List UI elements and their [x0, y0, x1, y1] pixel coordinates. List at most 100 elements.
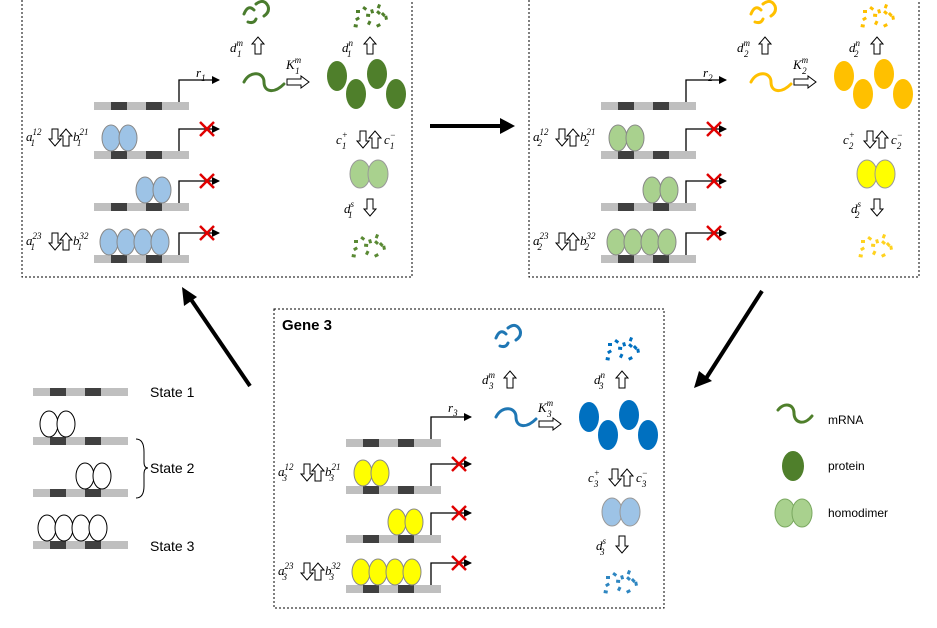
gene-2-a23-arrow: [554, 232, 570, 251]
gene-3-homodimer-left: [601, 497, 623, 527]
gene-1-protein-degraded: [353, 3, 388, 28]
gene-3-a23-arrow: [299, 562, 315, 581]
gene-1-r-label: r1: [196, 65, 206, 83]
gene-2-bound-site1-2: [625, 124, 645, 152]
gene-2-b21-arrow: [565, 128, 581, 147]
gene-2-bound-both-3: [640, 228, 660, 256]
gene-1-b32-arrow: [58, 232, 74, 251]
gene-1-protein-1: [327, 61, 347, 91]
gene-1-promoter-arrow-4: [178, 229, 220, 255]
gene-3-dimer-degraded: [603, 569, 638, 594]
state-2-label: State 2: [150, 460, 195, 476]
gene-2-dm-arrow: [757, 36, 773, 55]
gene-2-protein-2: [853, 79, 873, 109]
gene-1-km-arrow: [286, 75, 310, 89]
gene-3-transcription-arrow: [430, 413, 472, 439]
gene-2-protein-1: [834, 61, 854, 91]
gene-3-blocked-x-3: [451, 505, 467, 521]
gene-3-bound-both-1: [351, 558, 371, 586]
gene-2-cminus-label: c−2: [891, 130, 903, 151]
gene-3-bound-site1-2: [370, 459, 390, 487]
gene-1-homodimer-left: [349, 159, 371, 189]
gene-3-cminus-arrow: [619, 468, 635, 487]
gene-3-dna-row-3: [346, 535, 441, 543]
gene-1-protein-2: [346, 79, 366, 109]
gene-3-protein-4: [638, 420, 658, 450]
gene-1-blocked-x-2: [199, 121, 215, 137]
gene-2-dn-arrow: [869, 36, 885, 55]
gene-3-blocked-x-4: [451, 555, 467, 571]
gene-3-box: [273, 308, 665, 609]
gene-2-transcription-arrow: [685, 76, 727, 102]
state-1-label: State 1: [150, 384, 195, 400]
gene-2-bound-site2-1: [642, 176, 662, 204]
gene-3-ds-arrow: [614, 535, 630, 554]
legend-mrna-label: mRNA: [828, 413, 863, 427]
gene-2-dimer-degraded: [858, 233, 893, 258]
cycle-arrows: [182, 118, 764, 388]
gene-1-mrna-degraded: [242, 0, 270, 25]
gene-2-dna-row-3: [601, 203, 696, 211]
gene-2-box: [528, 0, 920, 278]
legend-homodimer-label: homodimer: [828, 506, 888, 520]
state-3-label: State 3: [150, 538, 195, 554]
state-2-brace: [135, 438, 149, 499]
gene-1-mrna: [242, 72, 286, 92]
gene-3-bound-site2-2: [404, 508, 424, 536]
gene-1-cplus-arrow: [355, 130, 371, 149]
gene-3-protein-3: [619, 400, 639, 430]
gene-1-cplus-label: c+1: [336, 130, 348, 151]
arrow-gene3-to-gene1: [188, 296, 252, 388]
gene-1-bound-site2-2: [152, 176, 172, 204]
gene-3-mrna-degraded: [494, 323, 522, 349]
gene-2-homodimer-right: [874, 159, 896, 189]
gene-2-promoter-arrow-4: [685, 229, 727, 255]
gene-2-promoter-arrow-2: [685, 125, 727, 151]
gene-2-cplus-label: c+2: [843, 130, 855, 151]
gene-1-homodimer-right: [367, 159, 389, 189]
gene-3-dna-row-1: [346, 439, 441, 447]
gene-3-protein-degraded: [605, 336, 640, 361]
gene-1-dna-row-3: [94, 203, 189, 211]
gene-2-cplus-arrow: [862, 130, 878, 149]
gene-1-bound-site2-1: [135, 176, 155, 204]
gene-1-transcription-arrow: [178, 76, 220, 102]
gene-3-title: Gene 3: [282, 317, 332, 334]
gene-3-dm-arrow: [502, 370, 518, 389]
gene-1-protein-3: [367, 59, 387, 89]
protein-icon: [782, 451, 804, 481]
state-1-icon: [33, 388, 128, 396]
state-2a-icon: [33, 410, 128, 445]
gene-1-b21-arrow: [58, 128, 74, 147]
gene-3-promoter-arrow-4: [430, 559, 472, 585]
gene-2-protein-4: [893, 79, 913, 109]
gene-3-cminus-label: c−3: [636, 468, 648, 489]
gene-1-blocked-x-3: [199, 173, 215, 189]
homodimer-icon-right: [791, 498, 813, 528]
gene-3-a12-arrow: [299, 463, 315, 482]
gene-2-mrna: [749, 72, 793, 92]
gene-2-protein-3: [874, 59, 894, 89]
gene-3-promoter-arrow-2: [430, 460, 472, 486]
gene-3-bound-both-4: [402, 558, 422, 586]
gene-2-blocked-x-3: [706, 173, 722, 189]
gene-2-bound-site1-1: [608, 124, 628, 152]
gene-3-bound-site2-1: [387, 508, 407, 536]
gene-1-promoter-arrow-2: [178, 125, 220, 151]
